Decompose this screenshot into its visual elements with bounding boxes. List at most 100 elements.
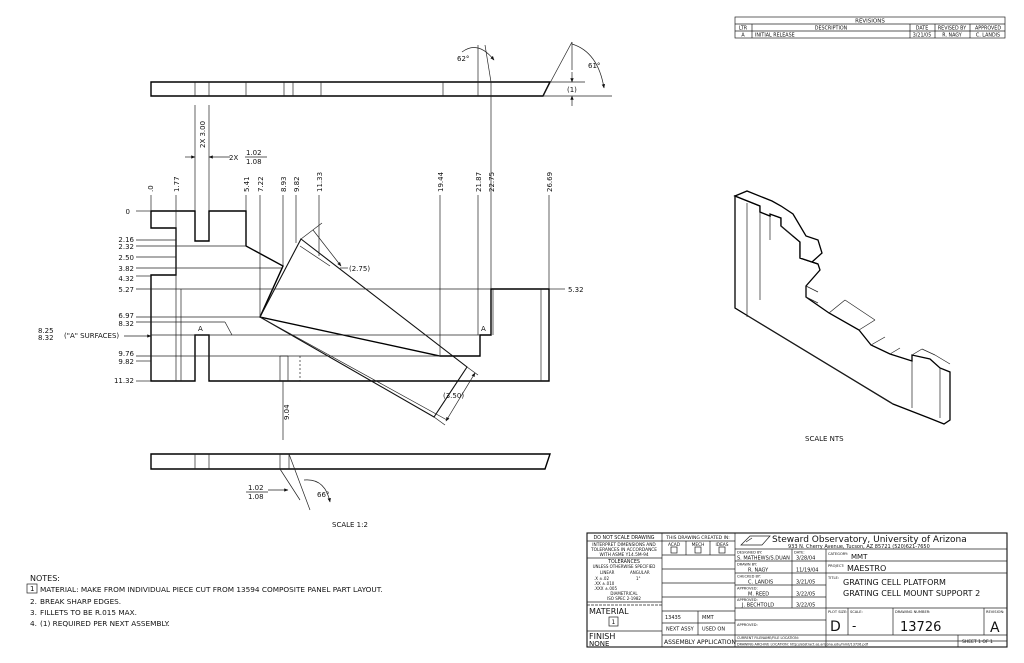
ydim-1: 2.16	[118, 236, 134, 244]
approved1-label: APPROVED:	[737, 587, 758, 591]
linear-label: LINEAR	[600, 570, 615, 575]
assembly-application-label: ASSEMBLY APPLICATION	[664, 639, 736, 646]
rev-header-ltr: LTR	[739, 26, 748, 32]
isometric-view: SCALE NTS	[733, 190, 951, 443]
note-3-text: FILLETS TO BE R.015 MAX.	[40, 608, 137, 617]
checked-date: 3/21/05	[796, 580, 815, 586]
created-mech: MECH	[692, 542, 705, 548]
plot-size-label: PLOT SIZE:	[828, 610, 848, 614]
steward-logo-icon	[740, 535, 771, 546]
revision-value: A	[990, 620, 1000, 636]
notes: NOTES: 1 MATERIAL: MAKE FROM INDIVIDUAL …	[26, 574, 383, 628]
tolerances-label: TOLERANCES	[607, 559, 640, 565]
approved2-label: APPROVED:	[737, 598, 758, 602]
finish-value: NONE	[589, 640, 609, 648]
drawing-number-label: DRAWING NUMBER:	[895, 610, 930, 614]
xdim-5: 9.82	[293, 176, 301, 192]
angle-61-label: 61°	[588, 62, 600, 70]
tol-xx: .XX ±.010	[594, 581, 615, 586]
a-surfaces-bottom: 8.32	[38, 334, 54, 342]
tol-x: .X ±.02	[594, 576, 609, 581]
note-1-text: MATERIAL: MAKE FROM INDIVIDUAL PIECE CUT…	[40, 585, 383, 594]
ydim-5: 4.32	[118, 275, 134, 283]
checked-label: CHECKED BY:	[737, 575, 761, 579]
right-dim-label: 5.32	[568, 286, 584, 294]
title-block: DO NOT SCALE DRAWING INTERPRET DIMENSION…	[586, 532, 1008, 648]
tol-ang: 1°	[636, 576, 641, 581]
title-line-2: GRATING CELL MOUNT SUPPORT 2	[843, 589, 980, 598]
width-dim-bottom: 1.08	[246, 158, 262, 166]
do-not-scale: DO NOT SCALE DRAWING	[593, 535, 654, 541]
checked-by: C. LANDIS	[748, 580, 773, 586]
interpret-2: TOLERANCES IN ACCORDANCE	[590, 547, 657, 553]
unless-label: UNLESS OTHERWISE SPECIFIED	[593, 564, 656, 569]
ydim-3: 2.50	[118, 254, 134, 262]
plot-size-value: D	[830, 619, 841, 635]
ydim-10: 9.82	[118, 358, 134, 366]
created-ideas: IDEAS	[716, 542, 729, 548]
project-label: PROJECT:	[828, 564, 844, 568]
approved1-by: M. REED	[748, 592, 769, 598]
acad-checkbox	[670, 546, 678, 554]
revisions-title: REVISIONS	[855, 19, 885, 25]
bottom-angle-label: 66°	[317, 491, 329, 499]
material-note-num: 1	[612, 619, 616, 626]
approved3-label: APPROVED:	[737, 623, 758, 627]
ref-275-label: (2.75)	[349, 265, 370, 273]
rev-row-approved: C. LANDIS	[976, 33, 1000, 39]
archive-label: DRAWING ARCHIVE LOCATION:	[737, 643, 789, 647]
ydim-4: 3.82	[118, 265, 134, 273]
vertical-dim-label: 9.04	[283, 404, 291, 420]
material-label: MATERIAL	[589, 607, 629, 616]
note-2-num: 2.	[30, 597, 37, 606]
a-surfaces-label: ("A" SURFACES)	[64, 332, 119, 340]
ydim-6: 5.27	[118, 286, 134, 294]
a-surfaces-top: 8.25	[38, 327, 54, 335]
ref-1-label: (1)	[567, 86, 577, 94]
front-view: .0 1.77 5.41 7.22 8.93 9.82 11.33 19.44 …	[38, 96, 584, 440]
drawn-by: R. NAGY	[748, 568, 769, 574]
rev-row-description: INITIAL RELEASE	[755, 33, 795, 39]
approved2-date: 3/22/05	[796, 603, 815, 609]
finish-label: FINISH	[589, 632, 615, 641]
rev-header-date: DATE	[916, 26, 928, 32]
xdim-0: .0	[147, 185, 155, 192]
angular-label: ANGULAR	[630, 570, 650, 575]
title-line-1: GRATING CELL PLATFORM	[843, 578, 946, 587]
note-4-num: 4.	[30, 619, 37, 628]
note-1-num: 1	[30, 585, 34, 593]
note-2-text: BREAK SHARP EDGES.	[40, 597, 121, 606]
xdim-10: 26.69	[546, 172, 554, 192]
angle-62-label: 62°	[457, 55, 469, 63]
interpret-1: INTERPRET DIMENSIONS AND	[592, 542, 656, 548]
note-3-num: 3.	[30, 608, 37, 617]
mech-checkbox	[694, 546, 702, 554]
xdim-7: 19.44	[437, 171, 445, 192]
ideas-checkbox	[718, 546, 726, 554]
ydim-8: 8.32	[118, 320, 134, 328]
scale-value: -	[852, 619, 856, 633]
category-value: MMT	[851, 553, 868, 561]
interpret-3: WITH ASME Y14.5M-94	[599, 552, 648, 558]
note-1-box	[26, 583, 38, 594]
slot-dim-label: 2X 3.00	[199, 121, 207, 148]
xdim-2: 5.41	[243, 176, 251, 192]
bottom-view: 1.02 1.08 66° SCALE 1:2	[150, 453, 551, 529]
rev-row-date: 3/21/05	[913, 33, 932, 39]
sheet-label: SHEET 1 OF 1	[962, 639, 993, 645]
date-label: DATE:	[794, 551, 805, 555]
ydim-2: 2.32	[118, 243, 134, 251]
designed-by: S. MATHEWS/S.DUAN	[737, 556, 790, 562]
drawn-label: DRAWN BY:	[737, 563, 757, 567]
ydim-0: 0	[126, 208, 130, 216]
xdim-9: 22.75	[488, 172, 496, 192]
xdim-8: 21.87	[475, 172, 483, 192]
category-label: CATEGORY:	[828, 552, 848, 556]
ydim-7: 6.97	[118, 312, 134, 320]
width-dim-prefix: 2X	[229, 154, 238, 162]
width-dim-top: 1.02	[246, 149, 262, 157]
archive-path: http://abstract.as.arizona.edu/mmt/13726…	[790, 643, 869, 647]
revisions-table: REVISIONS LTR DESCRIPTION DATE REVISED B…	[734, 16, 1006, 39]
rev-row-revised-by: R. NAGY	[942, 33, 961, 39]
